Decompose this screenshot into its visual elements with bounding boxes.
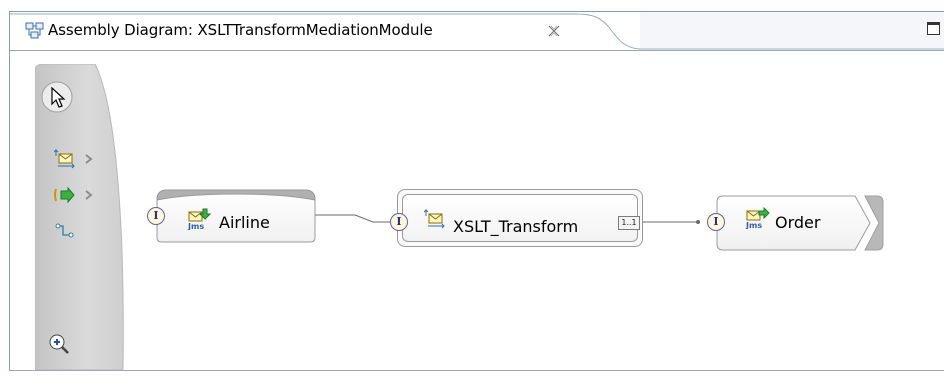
export-shape [156,189,316,243]
svg-text:Jms: Jms [745,221,762,229]
import-export-icon [54,186,75,204]
component-body [402,194,638,242]
component-label: Airline [219,213,270,232]
interface-icon[interactable]: I [390,213,408,231]
close-icon[interactable] [547,23,561,37]
mediation-flow-icon [423,209,446,229]
tab-title: Assembly Diagram: XSLTTransformMediation… [48,21,433,39]
jms-export-icon: Jms [187,208,213,231]
assembly-editor: Assembly Diagram: XSLTTransformMediation… [9,11,944,371]
select-arrow-icon [41,81,73,113]
palette-mediation-flow[interactable] [53,149,76,169]
maximize-icon[interactable] [927,22,940,35]
editor-tab-bar: Assembly Diagram: XSLTTransformMediation… [10,12,944,51]
palette [35,64,124,370]
tab-shape [10,12,944,50]
palette-import-export[interactable] [53,186,77,204]
chevron-right-icon[interactable] [83,153,95,165]
palette-select-tool[interactable] [40,80,74,114]
import-shape [716,195,884,251]
component-label: Order [775,213,821,232]
zoom-in-icon [49,334,69,354]
palette-zoom-in[interactable] [48,333,70,355]
assembly-diagram-icon [25,22,45,40]
reference-badge[interactable]: 1..1 [618,216,640,230]
chevron-right-icon[interactable] [83,189,95,201]
component-label: XSLT_Transform [453,217,579,236]
diagram-canvas[interactable]: I Jms Airline I [10,50,944,370]
interface-icon[interactable]: I [707,213,725,231]
interface-icon[interactable]: I [147,207,165,225]
jms-import-icon: Jms [745,206,771,230]
wire-icon [55,223,74,238]
svg-text:Jms: Jms [187,222,204,230]
palette-wire-tool[interactable] [55,223,75,239]
mediation-flow-icon [53,149,75,169]
